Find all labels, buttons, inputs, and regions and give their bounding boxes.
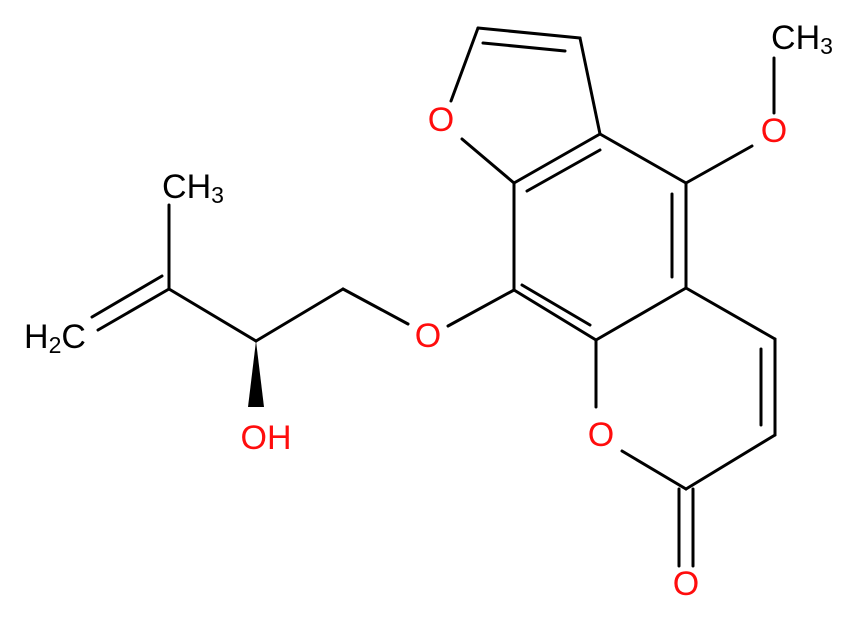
atom-h2c-methylene: H2C <box>24 318 86 358</box>
bond-c3-c2 <box>476 26 582 40</box>
atom-ch3-methyl: CH3 <box>162 168 224 208</box>
atom-o-ether: O <box>415 317 441 355</box>
bond-c7a-c3a-inner <box>525 148 602 193</box>
atom-oh: OH <box>241 419 292 457</box>
atom-ch3-methoxy-main: CH <box>771 19 820 57</box>
wedge-bond-oh <box>248 341 264 407</box>
bond-c8-o-ether <box>446 288 516 328</box>
bond-o-ether-ch2 <box>341 287 410 326</box>
bond-c3-c2-inner <box>481 41 567 53</box>
atom-o-carbonyl: O <box>673 565 699 603</box>
bond-c2-o1 <box>449 26 480 103</box>
atom-ch3-methoxy: CH3 <box>771 19 833 59</box>
atom-h2c-methylene-subscript: 2 <box>49 332 62 358</box>
bond-c8a-c8 <box>512 288 598 342</box>
atom-h2c-methylene-c: C <box>61 318 86 356</box>
atom-labels: O O CH3 O O O OH CH3 H2C <box>24 19 833 603</box>
bond-ch2-choh <box>254 287 345 343</box>
atom-ch3-methyl-subscript: 3 <box>211 182 224 208</box>
atom-ch3-methoxy-subscript: 3 <box>820 33 833 59</box>
atom-o-furan: O <box>428 101 454 139</box>
bonds <box>90 26 777 568</box>
bond-o1-c7a <box>460 137 516 185</box>
bond-c3a-c4 <box>598 132 688 185</box>
bond-c3a-c3 <box>578 36 602 136</box>
atom-h2c-methylene-h: H <box>24 318 49 356</box>
atom-ch3-methyl-main: CH <box>162 168 211 206</box>
bond-c6-c7 <box>684 433 777 491</box>
atom-o-methoxy: O <box>761 112 787 150</box>
bond-c-alkene-ch2-b <box>90 274 164 319</box>
bond-c4-o-methoxy <box>684 144 754 185</box>
bond-c7-o-lactone <box>620 449 688 491</box>
atom-o-lactone: O <box>588 416 614 454</box>
bond-c4a-c8a <box>594 286 688 342</box>
bond-c-alkene-ch2-a <box>96 287 171 332</box>
bond-c7a-c3a <box>512 132 602 185</box>
bond-choh-c-alkene <box>167 287 258 343</box>
bond-c8a-c8-inner <box>520 283 592 327</box>
bond-c4a-c5 <box>684 286 777 341</box>
